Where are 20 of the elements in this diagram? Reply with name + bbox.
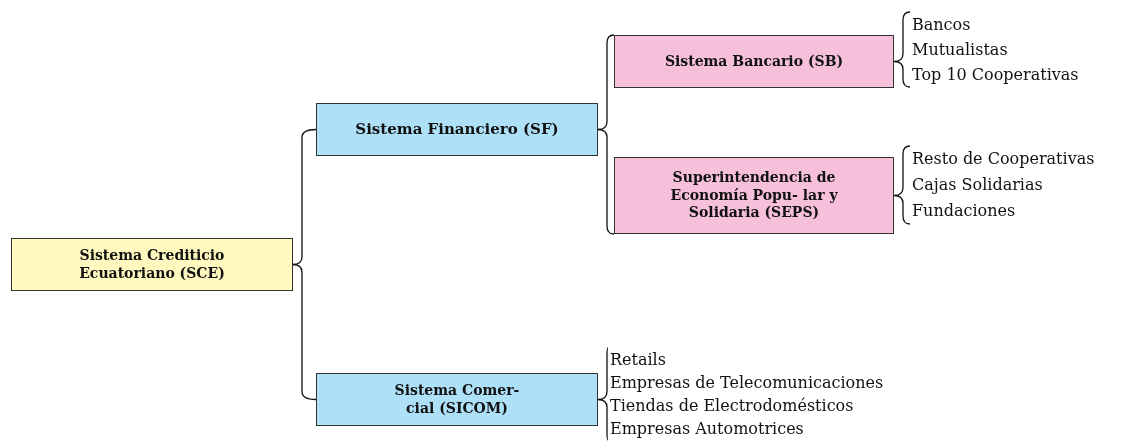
list-item: Mutualistas: [912, 39, 1009, 61]
list-item: Top 10 Cooperativas: [912, 64, 1079, 86]
category-box: Sistema Crediticio Ecuatoriano (SCE): [11, 238, 293, 291]
category-box: Sistema Bancario (SB): [614, 35, 894, 88]
list-item: Empresas Automotrices: [610, 418, 805, 440]
category-box: Superintendencia de Economía Popu- lar y Solidaria (SEPS): [614, 157, 894, 234]
list-item: Retails: [610, 349, 667, 371]
list-item: Bancos: [912, 14, 972, 36]
brace-connector: [597, 347, 609, 441]
brace-connector: [893, 145, 911, 225]
list-item: Resto de Cooperativas: [912, 148, 1095, 170]
list-item: Cajas Solidarias: [912, 174, 1044, 196]
category-box: Sistema Comer- cial (SICOM): [316, 373, 598, 426]
list-item: Tiendas de Electrodomésticos: [610, 395, 855, 417]
list-item: Fundaciones: [912, 200, 1017, 222]
brace-connector: [292, 263, 317, 401]
category-box: Sistema Financiero (SF): [316, 103, 598, 156]
brace-connector: [597, 128, 615, 235]
list-item: Empresas de Telecomunicaciones: [610, 372, 884, 394]
brace-connector: [893, 11, 911, 88]
